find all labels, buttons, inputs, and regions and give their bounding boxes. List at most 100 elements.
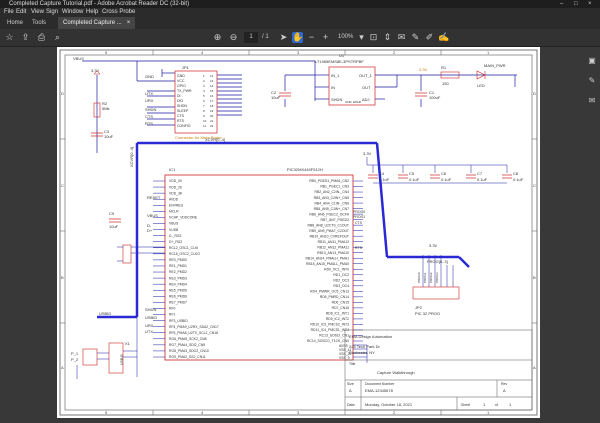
ic1-right-pin: RB11_AN11_PMA12 <box>318 240 349 244</box>
ic1-left-pin: VDD_00 <box>169 179 182 183</box>
ic1-left-pin: VCAP_VDDCORE <box>169 216 198 220</box>
u1-pin: OUT_1 <box>359 73 373 78</box>
border-row-label: B <box>533 275 536 280</box>
border-row-label: D <box>61 91 64 96</box>
ic1-left-pin: VUSB <box>169 228 179 232</box>
ic1-left-pin: AVDD <box>169 197 179 201</box>
fit-page-icon[interactable]: ⊡ <box>369 32 378 42</box>
zoom-in-icon[interactable]: + <box>322 32 329 42</box>
tab-document[interactable]: Completed Capture ... × <box>58 17 136 29</box>
net-urx-label: URX <box>145 323 154 328</box>
menu-edit[interactable]: Edit <box>16 9 27 15</box>
prog-bus-wire <box>458 256 470 268</box>
page-number-input[interactable]: 1 <box>244 32 258 43</box>
chevron-down-icon[interactable]: ▾ <box>359 32 364 42</box>
schematic-drawing: 5 4 3 2 1 5 4 3 2 1 D C B A D C B A <box>59 49 538 416</box>
net-dplus-label: D+ <box>147 228 153 233</box>
sign-icon[interactable]: ✍ <box>438 32 450 42</box>
jp1-pin-number: 12 <box>210 74 214 78</box>
net-3v3-label: 3.3V <box>429 243 438 248</box>
ic1-right-pin: RB0_PGED1_PMA6_CN2 <box>309 179 349 183</box>
u1-pin: IN <box>331 85 335 90</box>
minimize-icon[interactable]: – <box>560 1 564 7</box>
print-icon[interactable]: ⎙ <box>37 32 46 42</box>
cursor-icon[interactable]: ➤ <box>279 32 288 42</box>
c9-ref: C9 <box>109 211 115 216</box>
border-row-label: C <box>533 183 536 188</box>
jp1-pin-number: 14 <box>210 84 214 88</box>
edit-pdf-icon[interactable]: ✎ <box>588 76 596 85</box>
ic1-left-pin: RE7_PMD7 <box>169 301 187 305</box>
net-rts-label: RTS <box>355 246 363 250</box>
ic1-right-pin: RD7_CN16 <box>332 306 349 310</box>
highlight-icon[interactable]: ✐ <box>425 32 434 42</box>
scroll-mode-icon[interactable]: ⇕ <box>383 32 392 42</box>
net-3v3-label: 3.3V <box>419 67 428 72</box>
ic1-ref: IC1 <box>169 167 176 172</box>
tab-tools[interactable]: Tools <box>32 20 47 26</box>
ic1-microcontroller <box>164 174 354 361</box>
page-up-icon[interactable]: ⊕ <box>213 32 222 42</box>
c2-value: 10uF <box>271 95 281 100</box>
menu-window[interactable]: Window <box>62 9 84 15</box>
ic1-right-pins: RB0_PGED1_PMA6_CN2RB1_PGEC1_CN3RB2_AN2_C… <box>305 179 349 343</box>
net-dminus-label: D- <box>147 223 152 228</box>
ic1-left-pin: RF1 <box>169 313 176 317</box>
net-vbus-label: VBUS <box>73 56 84 61</box>
pdf-page[interactable]: 5 4 3 2 1 5 4 3 2 1 D C B A D C B A <box>57 47 540 418</box>
menu-cross-probe[interactable]: Cross Probe <box>102 9 136 15</box>
pen-icon[interactable]: ✎ <box>411 32 420 42</box>
ic1-left-pin: RG7_PMA4_SDI2_CN9 <box>169 343 205 347</box>
border-col-label: 3 <box>297 50 300 55</box>
jp2-pin-label: PROG1 <box>423 272 427 283</box>
star-icon[interactable]: ☆ <box>5 32 14 42</box>
net-cts-label: CTS <box>145 114 153 119</box>
c2-ref: C2 <box>271 90 277 95</box>
r1-value: 150 <box>442 81 449 86</box>
ic1-right-pin: RD3_OC4 <box>333 284 349 288</box>
ic1-right-pin: RD1_OC2 <box>333 273 349 277</box>
tab-home[interactable]: Home <box>7 20 24 26</box>
zoom-level[interactable]: 100% <box>338 34 354 40</box>
hand-icon[interactable]: ✋ <box>292 32 304 43</box>
tab-close-icon[interactable]: × <box>126 20 131 26</box>
ic1-right-pin: RD6_CN15 <box>332 301 349 305</box>
inner-border <box>64 54 533 411</box>
menu-help[interactable]: Help <box>86 9 99 15</box>
cap-value: 0.1uF <box>513 177 524 182</box>
page-down-icon[interactable]: ⊖ <box>229 32 238 42</box>
search-icon[interactable]: ⌕ <box>54 32 61 42</box>
menu-view[interactable]: View <box>31 9 44 15</box>
ic1-left-pin: RG6_PMA5_SCK2_CN8 <box>169 337 207 341</box>
tb-date: Monday, October 18, 2021 <box>365 402 413 407</box>
tab-document-label: Completed Capture ... <box>63 20 122 26</box>
jp1-pin: SLEEP <box>177 109 189 113</box>
ic1-right-pin: RB2_AN2_C2IN-_CN4 <box>315 190 350 194</box>
u1-regulator <box>328 66 376 106</box>
jp1-pin: SHDN <box>177 104 187 108</box>
upload-icon[interactable]: ⇪ <box>21 32 30 42</box>
resistor-r1-icon <box>440 71 460 79</box>
comment-panel-icon[interactable]: ✉ <box>588 96 596 105</box>
menu-sign[interactable]: Sign <box>46 9 59 15</box>
close-icon[interactable]: × <box>588 1 592 7</box>
border-col-label: 3 <box>297 410 300 415</box>
net-3v3-label: 3.3V <box>91 68 100 73</box>
comment-icon[interactable]: ✉ <box>397 32 406 42</box>
ic1-pin: VSS_41 <box>339 348 352 352</box>
jp2-caption: PIC 32 PROG <box>415 311 440 316</box>
r1-ref: R1 <box>441 65 447 70</box>
tb-docnum: EMA-12345678 <box>365 388 394 393</box>
jp2-connector <box>412 286 460 300</box>
ic1-left-pin: RG9_PMA2_SS2_CN11 <box>169 355 206 359</box>
cap-value: 0.1uF <box>441 177 452 182</box>
maximize-icon[interactable]: □ <box>574 1 578 7</box>
u1-pin: SHDN <box>331 97 342 102</box>
zoom-out-icon[interactable]: − <box>308 32 315 42</box>
menu-file[interactable]: File <box>4 9 14 15</box>
border-row-label: B <box>61 275 64 280</box>
tb-of-label: of <box>495 403 498 407</box>
ic1-left-pin: RC12_OSC1_CLKI <box>169 246 198 250</box>
ic1-right-pin: RB5_AN5_C1IN+_CN7 <box>314 207 349 211</box>
export-pdf-icon[interactable]: ▣ <box>588 56 596 65</box>
